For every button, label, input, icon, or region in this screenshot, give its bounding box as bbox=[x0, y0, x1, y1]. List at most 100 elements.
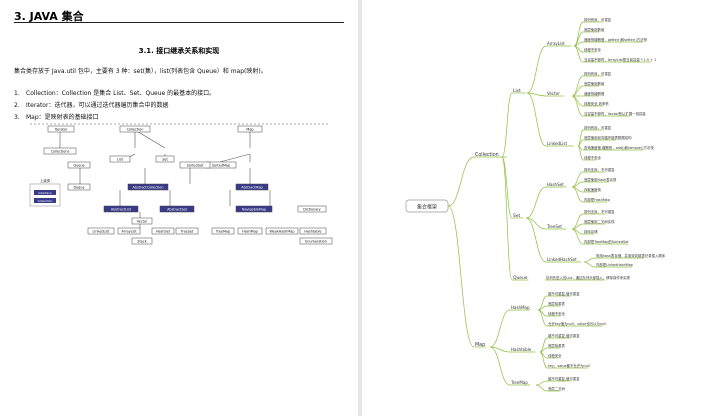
diagram-node-label: Queue bbox=[73, 163, 84, 167]
diagram-node-label: WeakHashMap bbox=[270, 229, 295, 233]
mindmap-edge bbox=[501, 156, 513, 281]
list-item: 3. Map：是映射表的基础接口 bbox=[14, 112, 99, 121]
mindmap-edge bbox=[525, 217, 547, 263]
legend-collection-swatch bbox=[34, 198, 56, 203]
diagram-node: LinkedList bbox=[87, 227, 115, 235]
mindmap-leaf: 允许key值为null，value也可以为null bbox=[548, 321, 606, 326]
mindmap-node-arraylist: ArrayList bbox=[547, 41, 565, 46]
diagram-node: NavigableMap bbox=[235, 205, 273, 213]
diagram-node: Map bbox=[237, 125, 263, 133]
diagram-node: Deque bbox=[67, 183, 91, 191]
mindmap-leaf: 线程安全 bbox=[548, 353, 562, 358]
diagram-node-label: Collections bbox=[51, 149, 70, 153]
mindmap-edge bbox=[501, 156, 513, 219]
diagram-node-label: NavigableMap bbox=[242, 207, 266, 211]
mindmap-leaf: 线程不安全 bbox=[584, 155, 602, 160]
diagram-node: Collection bbox=[119, 125, 151, 133]
diagram-node-label: AbstractSet bbox=[167, 207, 187, 211]
mindmap-leaf: 线程不安全 bbox=[584, 47, 602, 52]
list-text: Iterator：迭代器，可以通过迭代器遍历集合中的数据 bbox=[26, 102, 169, 109]
mindmap-node-hashset: HashSet bbox=[547, 182, 564, 187]
legend-interface-label: Interface bbox=[38, 191, 52, 195]
mindmap-leaf: 内部是HashMap bbox=[584, 197, 610, 202]
diagram-node: TreeMap bbox=[211, 227, 235, 235]
mindmap-leaf: 键不可重复,值可重复 bbox=[548, 376, 580, 381]
mindmap-edge bbox=[577, 145, 584, 161]
list-number: 2. bbox=[14, 102, 20, 109]
diagram-node: ArrayList bbox=[117, 227, 141, 235]
list-number: 1. bbox=[14, 90, 20, 97]
mindmap-edge bbox=[583, 261, 596, 268]
diagram-node-label: ArrayList bbox=[121, 229, 137, 233]
mindmap-node-hashmap: HashMap bbox=[511, 305, 530, 310]
mindmap-edge bbox=[526, 45, 547, 94]
diagram-node-label: Iterator bbox=[55, 127, 68, 131]
diagram-node: AbstractCollection bbox=[127, 183, 169, 191]
mindmap-node-map: Map bbox=[475, 342, 485, 348]
mindmap-leaf: 内部是LinkedHashMap bbox=[596, 262, 633, 267]
diagram-node-label: HashMap bbox=[242, 229, 258, 233]
diagram-node: HashSet bbox=[151, 227, 175, 235]
diagram-node: AbstractMap bbox=[235, 183, 269, 191]
mindmap-leaf: 底层使用数组 bbox=[584, 81, 605, 86]
diagram-node: Queue bbox=[67, 161, 91, 169]
mindmap-leaf: 排列无序，不可重复 bbox=[584, 167, 615, 172]
mindmap-leaf: 内部是TreeMap的SortedSet bbox=[584, 239, 629, 244]
diagram-node-label: AbstractCollection bbox=[132, 185, 163, 189]
diagram-node: HashMap bbox=[237, 227, 263, 235]
mindmap-root: 集合框架 bbox=[405, 199, 449, 213]
mindmap-edge bbox=[571, 228, 584, 245]
mindmap-edge bbox=[571, 95, 584, 107]
mindmap-node-list: List bbox=[513, 88, 521, 94]
mindmap-leaf: 线程不安全 bbox=[548, 311, 566, 316]
diagram-node-label: Map bbox=[246, 127, 253, 131]
diagram-node: SortedSet bbox=[179, 161, 211, 169]
diagram-node-label: AbstractList bbox=[111, 207, 132, 211]
mindmap-leaf: 底层使用双向循环链表数据结构 bbox=[584, 135, 632, 140]
mindmap-root-label: 集合框架 bbox=[417, 204, 437, 211]
mindmap-node-queue: Queue bbox=[513, 275, 528, 281]
diagram-node: AbstractSet bbox=[159, 205, 195, 213]
list-text: Map：是映射表的基础接口 bbox=[26, 114, 99, 121]
list-number: 3. bbox=[14, 114, 20, 121]
mindmap-leaf: 排序存储 bbox=[584, 229, 598, 234]
mindmap-leaf: 键不可重复,值可重复 bbox=[548, 291, 580, 296]
diagram-node-label: Hashtable bbox=[304, 229, 321, 233]
mindmap-edge bbox=[525, 186, 547, 219]
mindmap-leaf: 底层哈希表 bbox=[548, 301, 566, 306]
diagram-node: Collections bbox=[43, 147, 77, 155]
subsection-title: 3.1. 接口继承关系和实现 bbox=[138, 47, 220, 55]
mindmap-leaf: 底层使用二叉树实现 bbox=[584, 219, 615, 224]
mindmap-node-set: Set bbox=[513, 213, 520, 219]
diagram-node-label: LinkedList bbox=[93, 229, 111, 233]
legend-collection-label: Collection bbox=[38, 199, 53, 203]
diagram-node-label: TreeSet bbox=[180, 229, 194, 233]
mindmap-leaf: key、value都不允许为null bbox=[548, 363, 590, 368]
legend-interface-swatch bbox=[34, 190, 56, 195]
mindmap-edge bbox=[526, 92, 547, 147]
diagram-node: Stack bbox=[131, 237, 153, 245]
mindmap-node-treemap: TreeMap bbox=[510, 380, 528, 385]
mindmap-edge bbox=[571, 75, 584, 97]
diagram-node: Hashtable bbox=[299, 227, 327, 235]
diagram-node: WeakHashMap bbox=[265, 227, 299, 235]
mindmap-leaf: 底层哈希表 bbox=[548, 343, 566, 348]
mindmap-edge bbox=[447, 205, 475, 348]
mindmap-node-treeset: TreeSet bbox=[546, 224, 562, 229]
intro-paragraph: 集合类存放于 Java.util 包中，主要有 3 种：set(集），list(… bbox=[14, 68, 267, 75]
mindmap-leaf: 排列有序，可重复 bbox=[584, 125, 612, 130]
mindmap-leaf: 存取速度快 bbox=[584, 187, 602, 192]
diagram-node: Iterator bbox=[47, 125, 75, 133]
mindmap-edge bbox=[489, 309, 511, 348]
list-item: 1.Collection：Collection 是集合 List、Set、Que… bbox=[14, 88, 215, 97]
mindmap-leaf: 排列有序，可重复 bbox=[584, 71, 612, 76]
diagram-node: Dictionary bbox=[297, 205, 327, 213]
diagram-node-label: SortedSet bbox=[187, 163, 204, 167]
page-divider bbox=[358, 0, 362, 416]
mindmap-node-linkedlist: LinkedList bbox=[547, 141, 567, 146]
mindmap-leaf: 线程安全,效率低 bbox=[584, 101, 609, 106]
mindmap-edge bbox=[573, 45, 584, 63]
